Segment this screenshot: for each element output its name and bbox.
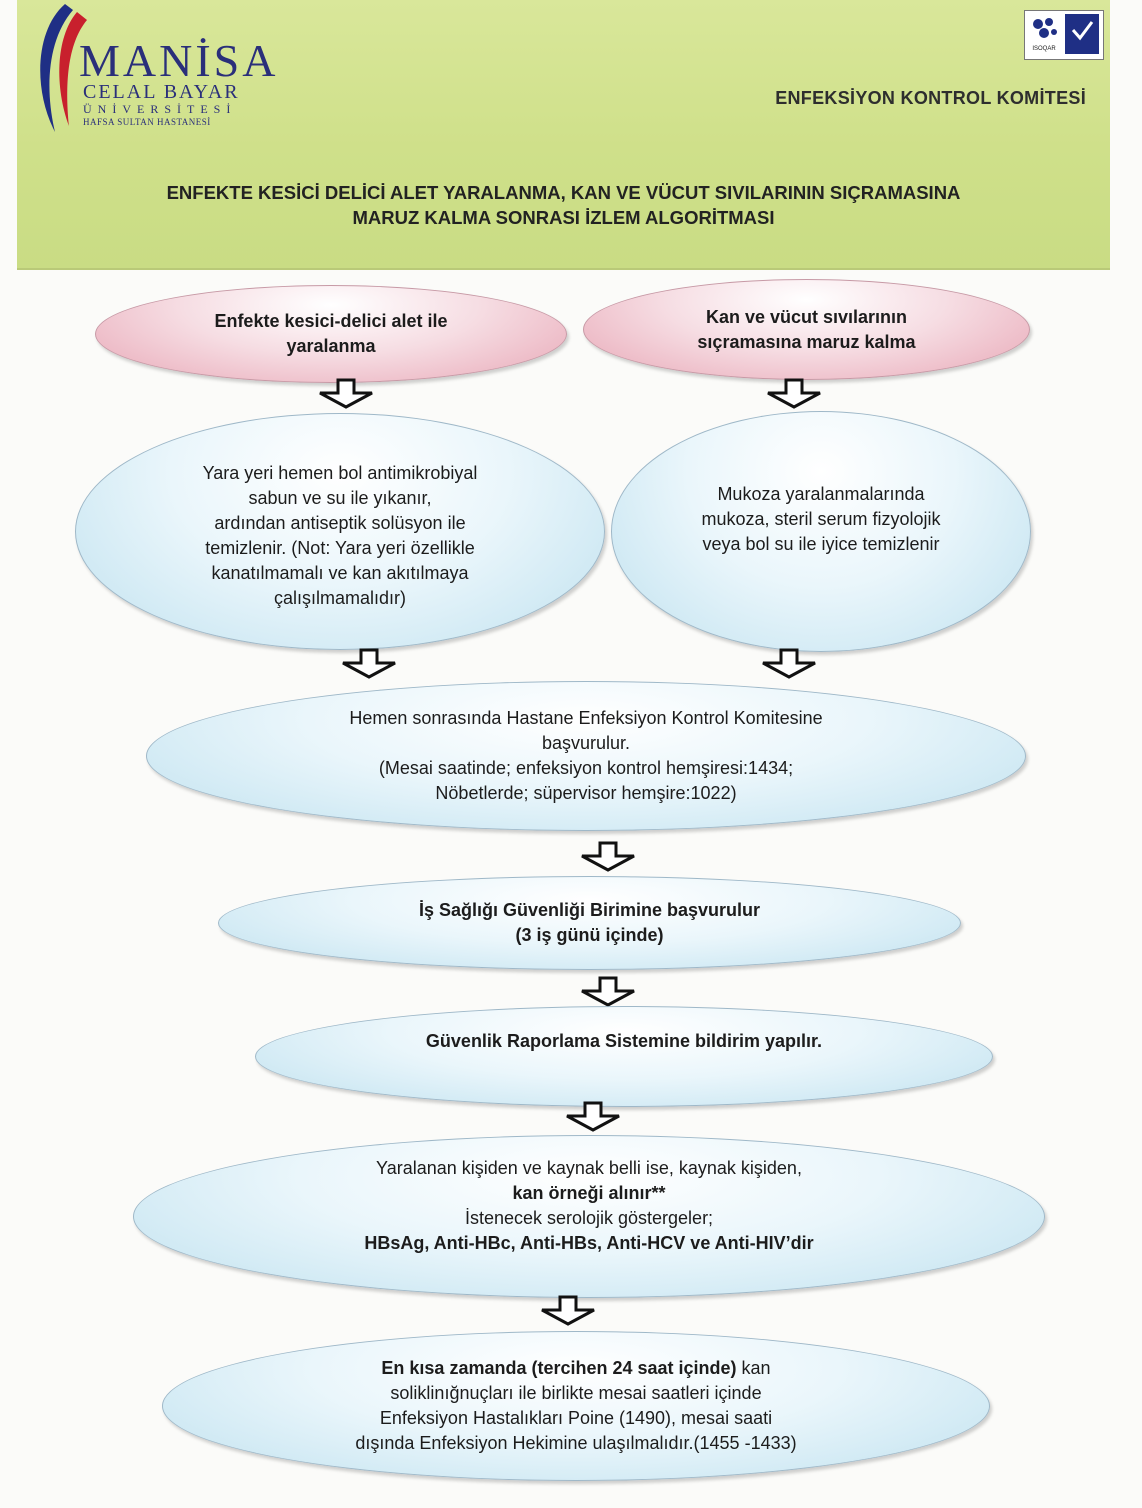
node-line: çalışılmamalıdır): [273, 587, 407, 608]
node-line: soliklinığnuçları ile birlikte mesai saa…: [390, 1383, 762, 1403]
node-line: dışında Enfeksiyon Hekimine ulaşılmalıdı…: [355, 1433, 797, 1453]
down-arrow-icon: [581, 976, 635, 1007]
certification-text: ISOQAR: [1032, 46, 1056, 52]
blood-sample-step: Yaralanan kişiden ve kaynak belli ise, k…: [133, 1135, 1045, 1298]
node-line: (Mesai saatinde; enfeksiyon kontrol hemş…: [378, 758, 794, 778]
logo-line2: CELAL BAYAR: [83, 81, 240, 103]
down-arrow-icon: [581, 841, 635, 872]
node-line: İş Sağlığı Güvenliği Birimine başvurulur: [418, 900, 761, 920]
node-line: sıçramasına maruz kalma: [697, 331, 916, 352]
logo-line4: HAFSA SULTAN HASTANESİ: [83, 117, 211, 127]
logo-name: MANİSA: [79, 35, 279, 86]
node-line: Enfekte kesici-delici alet ile: [214, 311, 448, 331]
node-line: HBsAg, Anti-HBc, Anti-HBs, Anti-HCV ve A…: [364, 1232, 814, 1253]
node-line: başvurulur.: [541, 733, 631, 753]
infection-committee-step: Hemen sonrasında Hastane Enfeksiyon Kont…: [146, 681, 1026, 831]
node-line: Kan ve vücut sıvılarının: [705, 306, 908, 327]
logo-line3: ÜNİVERSİTESİ: [83, 102, 237, 116]
node-line: Yara yeri hemen bol antimikrobiyal: [202, 462, 478, 483]
node-line: Yaralanan kişiden ve kaynak belli ise, k…: [376, 1157, 802, 1178]
start-node-fluid-exposure: Kan ve vücut sıvılarının sıçramasına mar…: [583, 279, 1030, 380]
mucosa-cleaning-step: Mukoza yaralanmalarında mukoza, steril s…: [611, 411, 1031, 652]
node-line: (3 iş günü içinde): [515, 925, 664, 945]
certification-badge: ISOQAR: [1024, 10, 1104, 60]
node-line: yaralanma: [286, 336, 376, 356]
down-arrow-icon: [319, 378, 373, 409]
title-line-2: MARUZ KALMA SONRASI İZLEM ALGORİTMASI: [352, 207, 775, 228]
isoqar-icon: [1033, 18, 1057, 38]
occupational-safety-step: İş Sağlığı Güvenliği Birimine başvurulur…: [218, 876, 961, 970]
start-node-sharp-injury: Enfekte kesici-delici alet ile yaralanma: [95, 285, 567, 383]
node-line: veya bol su ile iyice temizlenir: [702, 534, 940, 554]
node-line: kanatılmamalı ve kan akıtılmaya: [211, 562, 469, 583]
committee-name: ENFEKSİYON KONTROL KOMİTESİ: [775, 88, 1086, 108]
down-arrow-icon: [342, 648, 396, 679]
node-line: En kısa zamanda (tercihen 24 saat içinde…: [381, 1356, 770, 1381]
node-line: Mukoza yaralanmalarında: [717, 484, 925, 504]
node-line: temizlenir. (Not: Yara yeri özellikle: [205, 537, 475, 558]
ukas-check-icon: [1065, 14, 1099, 54]
infectious-disease-consult-step: En kısa zamanda (tercihen 24 saat içinde…: [162, 1331, 990, 1481]
node-line: Hemen sonrasında Hastane Enfeksiyon Kont…: [349, 708, 823, 728]
node-line-rest: kan: [736, 1358, 771, 1378]
down-arrow-icon: [541, 1295, 595, 1326]
node-line: İstenecek serolojik göstergeler;: [464, 1207, 714, 1228]
node-line: sabun ve su ile yıkanır,: [248, 487, 432, 508]
university-logo-swoosh-icon: [40, 4, 87, 132]
down-arrow-icon: [762, 648, 816, 679]
node-line: Güvenlik Raporlama Sistemine bildirim ya…: [425, 1031, 823, 1051]
node-line: Enfeksiyon Hastalıkları Poine (1490), me…: [379, 1408, 773, 1428]
down-arrow-icon: [566, 1101, 620, 1132]
node-line: ardından antiseptik solüsyon ile: [214, 512, 466, 533]
safety-reporting-step: Güvenlik Raporlama Sistemine bildirim ya…: [255, 1006, 993, 1107]
node-line: mukoza, steril serum fizyolojik: [701, 509, 941, 529]
header-banner: MANİSA CELAL BAYAR ÜNİVERSİTESİ HAFSA SU…: [17, 0, 1110, 270]
title-line-1: ENFEKTE KESİCİ DELİCİ ALET YARALANMA, KA…: [166, 182, 961, 203]
node-line-bold: En kısa zamanda (tercihen 24 saat içinde…: [381, 1358, 737, 1378]
page-title: ENFEKTE KESİCİ DELİCİ ALET YARALANMA, KA…: [17, 180, 1110, 230]
wound-cleaning-step: Yara yeri hemen bol antimikrobiyal sabun…: [75, 413, 605, 650]
node-line: Nöbetlerde; süpervisor hemşire:1022): [435, 783, 737, 803]
node-line: kan örneği alınır**: [512, 1182, 666, 1203]
down-arrow-icon: [767, 378, 821, 409]
